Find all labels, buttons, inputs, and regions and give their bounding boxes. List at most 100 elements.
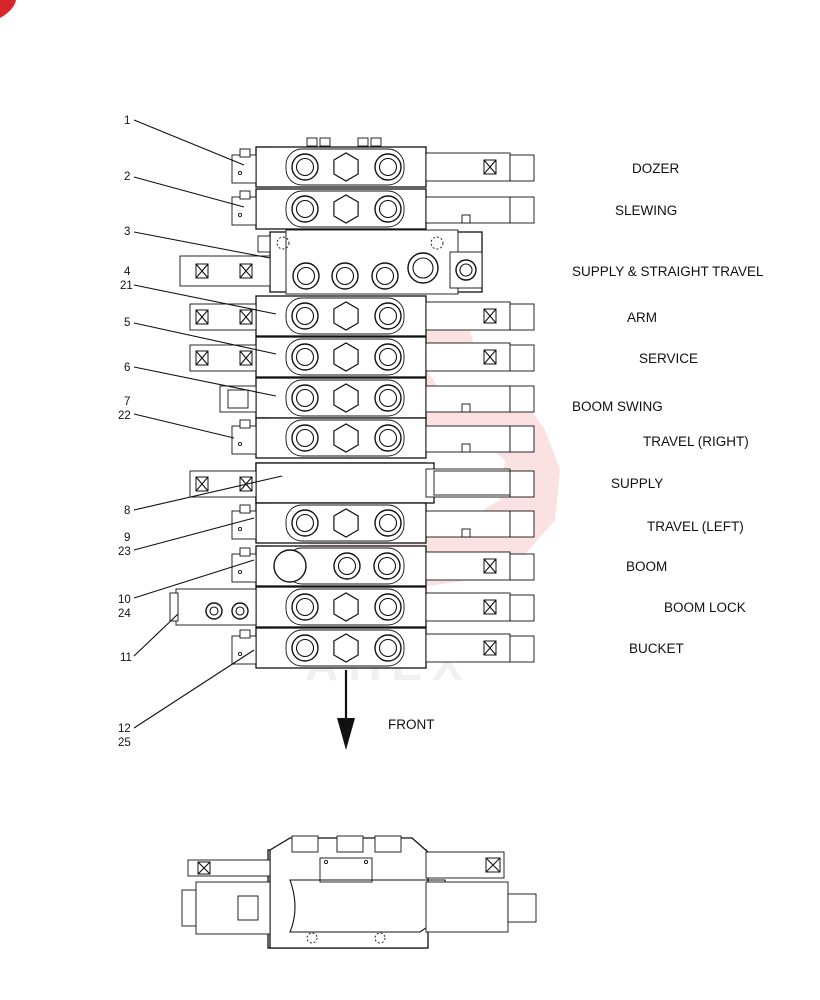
cap-bolt — [239, 504, 251, 514]
cap-bolt — [239, 419, 251, 429]
port-inner — [295, 199, 315, 219]
small-bolt — [461, 403, 471, 413]
corner-mark — [0, 0, 16, 18]
relief-valve — [179, 255, 271, 287]
lock-nut-cross — [483, 308, 497, 324]
callout-6: 6 — [124, 362, 130, 374]
spool-cap — [231, 154, 257, 184]
cap-bolt — [239, 547, 251, 557]
section-labels: DOZER SLEWING SUPPLY & STRAIGHT TRAVEL A… — [572, 161, 764, 656]
large-port-inner — [412, 257, 434, 279]
lock-port-inner — [235, 606, 245, 616]
port-inner — [378, 157, 398, 177]
port-inner — [378, 347, 398, 367]
spool-right-cap — [509, 385, 535, 413]
leader-line-1 — [133, 119, 245, 166]
lock-nut-cross — [483, 599, 497, 615]
lock-nut-cross — [195, 476, 209, 492]
port-inner — [378, 306, 398, 326]
hex-port — [333, 508, 359, 538]
label-boom: BOOM — [626, 559, 667, 574]
lock-nut-cross — [483, 640, 497, 656]
leader-line-5 — [133, 322, 277, 355]
label-travel-left: TRAVEL (LEFT) — [647, 519, 744, 534]
small-bolt — [461, 443, 471, 453]
cap-bolt — [239, 629, 251, 639]
label-supply: SUPPLY — [611, 476, 663, 491]
spool-right-cap — [509, 425, 535, 453]
label-slewing: SLEWING — [615, 203, 677, 218]
lock-nut-cross — [239, 350, 253, 366]
spool-right-cap — [509, 196, 535, 224]
callout-2: 2 — [124, 171, 130, 183]
callout-3: 3 — [124, 226, 130, 238]
top-bolt — [357, 137, 369, 147]
spool-right-cap — [509, 303, 535, 331]
valve-section-3 — [179, 229, 483, 295]
callout-4: 4 — [124, 266, 131, 278]
label-bucket: BUCKET — [629, 641, 684, 656]
valve-section-6 — [219, 377, 535, 419]
valve-section-4 — [189, 295, 535, 337]
top-bolt — [319, 137, 331, 147]
label-service: SERVICE — [639, 351, 698, 366]
valve-section-9 — [231, 502, 535, 544]
port-inner — [378, 638, 398, 658]
spool-right — [425, 633, 511, 663]
valve-section-8 — [189, 462, 535, 504]
small-plug — [257, 235, 271, 253]
port-inner — [375, 266, 395, 286]
spool-cap — [231, 510, 257, 540]
valve-section-11 — [169, 586, 535, 628]
spool-right-cap — [509, 553, 535, 581]
port-inner — [295, 597, 315, 617]
boom-lock-cap — [169, 592, 179, 622]
spool-cap — [231, 553, 257, 583]
callout-12: 12 — [118, 723, 131, 735]
large-port — [273, 549, 307, 583]
port-inner — [337, 556, 357, 576]
spool-right — [425, 592, 511, 622]
spool-cap — [231, 196, 257, 226]
port-inner — [378, 428, 398, 448]
cap-pin — [237, 526, 243, 532]
port-inner — [377, 556, 397, 576]
spool-cap — [231, 635, 257, 665]
front-arrow: FRONT — [337, 670, 435, 750]
port-inner — [378, 199, 398, 219]
spool-end — [227, 389, 249, 409]
hex-port — [333, 194, 359, 224]
callout-23: 23 — [118, 546, 131, 558]
spool-right — [425, 152, 511, 182]
supply-outline — [255, 462, 435, 504]
leader-line-11 — [133, 613, 179, 657]
hidden-port — [276, 236, 290, 250]
leader-line-3 — [133, 231, 271, 259]
hex-port — [333, 423, 359, 453]
valve-section-12 — [231, 627, 535, 669]
spool-right — [425, 342, 511, 372]
spool-right-cap — [509, 510, 535, 538]
side-view — [181, 835, 537, 949]
hex-port — [333, 633, 359, 663]
leader-line-4 — [133, 284, 277, 315]
spool-right — [425, 301, 511, 331]
valve-stack — [169, 137, 535, 669]
small-bolt — [461, 528, 471, 538]
spool-right-cap — [509, 154, 535, 182]
lock-nut-cross — [239, 309, 253, 325]
valve-section-1 — [231, 146, 535, 188]
lock-nut-cross — [239, 263, 253, 279]
label-boom-lock: BOOM LOCK — [664, 600, 746, 615]
hex-port — [333, 301, 359, 331]
hex-port — [333, 152, 359, 182]
hex-port — [333, 342, 359, 372]
callout-10: 10 — [118, 594, 131, 606]
valve-section-10 — [231, 545, 535, 587]
label-boom-swing: BOOM SWING — [572, 399, 663, 414]
callout-7: 7 — [124, 396, 130, 408]
valve-section-5 — [189, 336, 535, 378]
leader-line-6 — [133, 366, 277, 397]
leader-line-10 — [133, 559, 255, 599]
